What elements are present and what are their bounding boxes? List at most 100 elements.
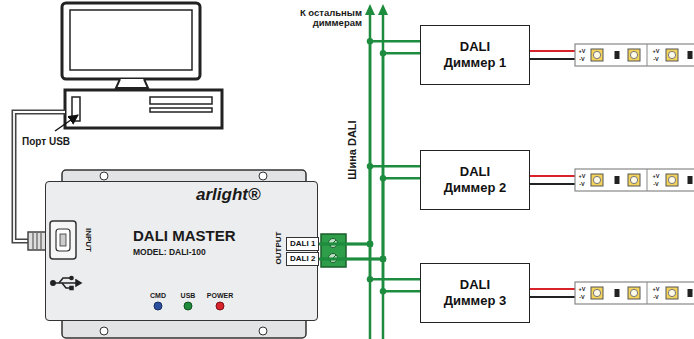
led-lens [668,176,675,183]
led-chip [591,174,603,186]
junction-dot [367,163,373,169]
plug-ridge [37,233,38,249]
minus-wire [530,58,576,60]
pin-label: +V [653,173,660,179]
monitor-stand [116,79,148,88]
strip-base [575,44,694,66]
terminal-name: DALI 2 [290,254,315,264]
resistor [615,289,620,297]
dimmer-name: DALI Диммер 2 [438,164,512,196]
pin-label: +V [653,48,660,54]
dimmer-box: DALI Диммер 2 [420,150,530,210]
usb-symbol-stem [54,282,76,284]
pin-label: +V [579,286,586,292]
resistor [615,176,620,184]
usb-symbol-arrow [76,280,81,286]
power-button [72,97,80,121]
led-lens [630,51,637,58]
usb-symbol-branch [59,278,70,283]
led-lens [593,176,600,183]
monitor [62,3,200,88]
dimmer-box: DALI Диммер 1 [420,25,530,85]
usb-symbol-branch [62,283,70,288]
plug-ridge [33,233,34,249]
junction-dot [380,256,386,262]
led-lens [630,289,637,296]
pin-label: -V [653,181,659,187]
junction-dot [367,241,373,247]
mount-hole [259,327,267,335]
note-label: К остальным диммерам [288,8,362,29]
dali-bus [365,4,388,339]
port-label: INPUT [84,228,93,252]
pc-case [65,90,222,128]
led-chip [591,49,603,61]
bus-connection [319,41,420,244]
leader-arrow [55,115,78,131]
usb-symbol-dot [51,281,55,285]
dimmer-name: DALI Диммер 1 [438,39,512,71]
housing [45,170,318,338]
led-lens [630,176,637,183]
led-lens [593,51,600,58]
pin-label: -V [579,181,585,187]
led-chip [628,174,640,186]
port-label: OUTPUT [275,232,284,265]
housing-body [45,181,318,321]
cut-line [647,169,648,191]
pc-body [65,90,222,128]
bus-label: Шина DALI [346,120,358,179]
drive-slot [150,97,212,104]
terminal-block [321,234,346,267]
usb-led [184,302,192,310]
led-chip [666,49,678,61]
bus-connection [319,259,420,291]
pin-label: -V [579,56,585,62]
mount-hole [259,172,267,180]
usb-port [50,221,76,259]
monitor-screen [70,10,192,70]
bus-connection [319,178,420,259]
led-chip [666,287,678,299]
led-strip [530,282,694,304]
port-frame [50,221,76,259]
bus-connection [319,244,420,279]
plug-ridge [41,233,42,249]
pin-label: -V [653,56,659,62]
junction-dot [380,256,386,262]
bus-arrow [365,4,375,15]
brand-name: arlight® [196,185,260,205]
callout-label: Порт USB [22,136,70,147]
pin-label: +V [579,173,586,179]
junction-dot [380,256,386,262]
cut-line [647,282,648,304]
mount-hole [100,327,108,335]
pin-label: +V [579,48,586,54]
usb-symbol [51,276,81,289]
power-led [216,302,224,310]
bus-connection [319,53,420,259]
strip-base [575,169,694,191]
led-label: USB [181,292,196,300]
minus-wire [530,183,576,185]
strip-base [575,282,694,304]
device-title: DALI MASTER [133,227,236,244]
led-lens [668,289,675,296]
pin-label: -V [579,294,585,300]
junction-dot [380,175,386,181]
minus-wire [530,296,576,298]
resistor [688,289,693,297]
junction-dot [367,241,373,247]
screw-terminal [321,234,346,267]
plus-wire [530,288,576,290]
led-chip [666,174,678,186]
led-strips [530,44,694,304]
drive-slot [150,108,212,112]
plus-wire [530,50,576,52]
junction-dot [367,38,373,44]
junction-dot [380,50,386,56]
usb-symbol-square [70,287,73,290]
led-chip [591,287,603,299]
model-name: MODEL: DALI-100 [133,247,206,257]
cut-line [647,44,648,66]
